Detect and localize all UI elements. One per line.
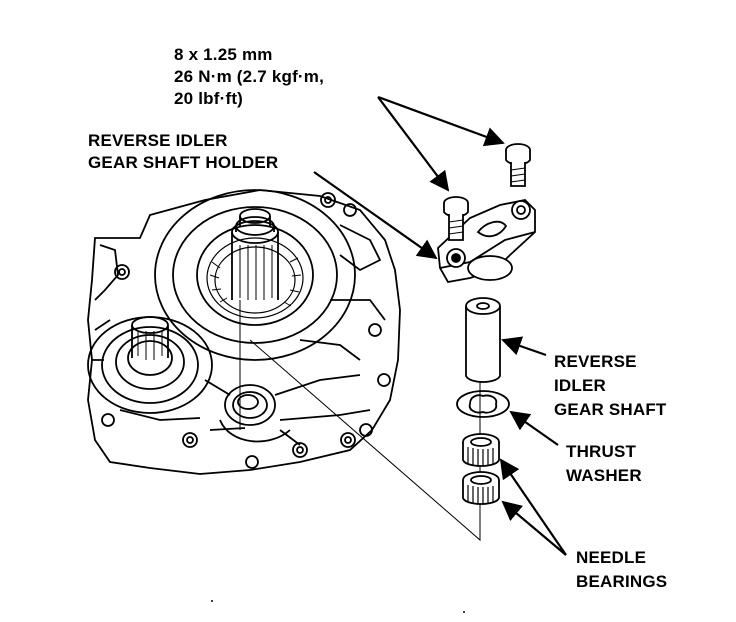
shaft-line-2: IDLER [554,376,606,395]
leader-arrows [313,95,567,556]
washer-arrow [509,410,559,446]
needle-bearing-lower [462,471,500,505]
washer-line-2: WASHER [566,466,642,485]
holder-arrow [313,171,438,260]
bearings-label: NEEDLE BEARINGS [576,546,667,594]
transmission-housing [87,189,401,475]
shaft-arrow [501,336,547,357]
assembly-guide-lines [239,300,481,542]
torque-spec-line-3: 20 lbf·ft) [174,89,244,108]
needle-bearing-upper [462,433,500,467]
shaft-line-3: GEAR SHAFT [554,400,667,419]
flange-bolt-right [505,143,531,187]
torque-spec-label: 8 x 1.25 mm 26 N·m (2.7 kgf·m, 20 lbf·ft… [174,44,324,110]
torque-arrow-left [377,96,450,192]
reverse-idler-gear-shaft-holder [437,199,536,283]
bearings-arrow-upper [499,458,567,556]
holder-line-1: REVERSE IDLER [88,131,228,150]
holder-label: REVERSE IDLER GEAR SHAFT HOLDER [88,130,278,174]
bearings-line-1: NEEDLE [576,548,647,567]
thrust-washer [456,390,510,418]
shaft-line-1: REVERSE [554,352,637,371]
reverse-idler-gear-shaft [465,297,501,383]
bearings-line-2: BEARINGS [576,572,668,591]
torque-spec-line-1: 8 x 1.25 mm [174,45,273,64]
holder-line-2: GEAR SHAFT HOLDER [88,153,279,172]
washer-line-1: THRUST [566,442,637,461]
torque-spec-line-2: 26 N·m (2.7 kgf·m, [174,67,325,86]
bearings-arrow-lower [501,500,567,556]
washer-label: THRUST WASHER [566,440,642,488]
shaft-label: REVERSE IDLER GEAR SHAFT [554,350,667,422]
flange-bolt-left [443,196,469,241]
torque-arrow-right [377,95,505,147]
